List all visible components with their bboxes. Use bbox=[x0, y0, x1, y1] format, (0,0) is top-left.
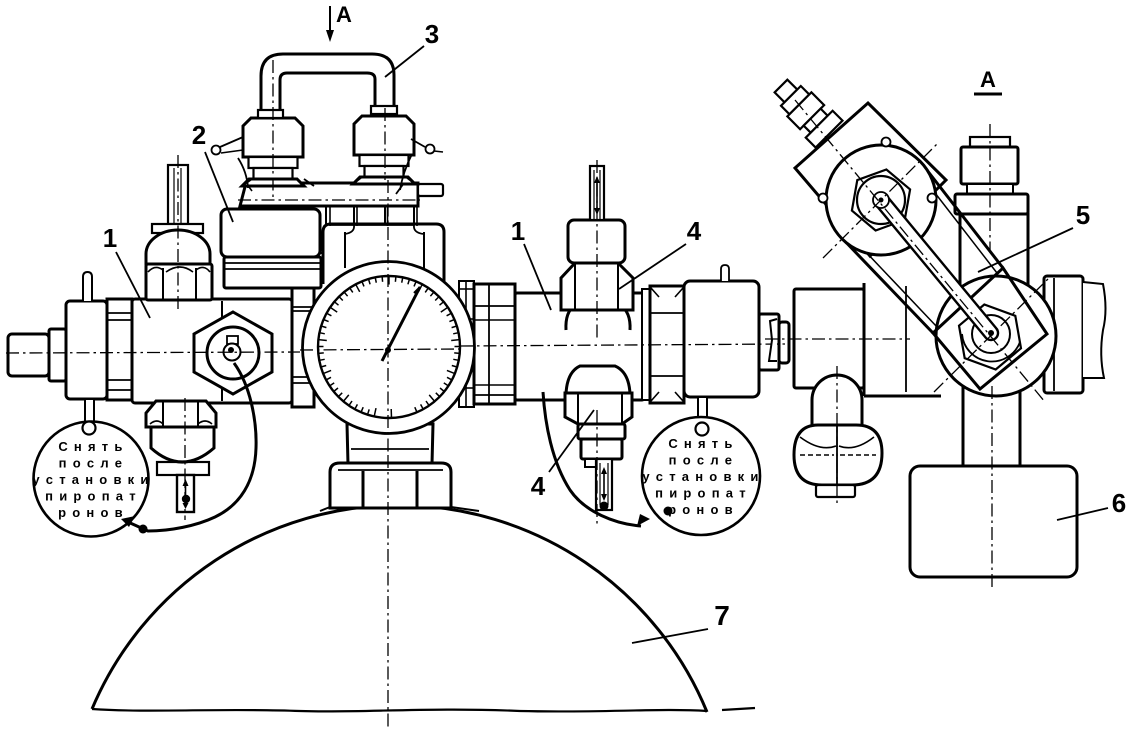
svg-text:3: 3 bbox=[425, 19, 439, 49]
svg-text:1: 1 bbox=[511, 216, 525, 246]
svg-text:7: 7 bbox=[714, 600, 730, 631]
svg-text:1: 1 bbox=[103, 223, 117, 253]
svg-text:6: 6 bbox=[1112, 488, 1126, 518]
svg-text:у с т а н о в к и: у с т а н о в к и bbox=[642, 469, 759, 484]
svg-text:п и р о п а т: п и р о п а т bbox=[45, 489, 137, 504]
svg-text:С н я т ь: С н я т ь bbox=[668, 436, 733, 451]
svg-text:п и р о п а т: п и р о п а т bbox=[655, 486, 747, 501]
svg-text:5: 5 bbox=[1076, 200, 1090, 230]
svg-text:С н я т ь: С н я т ь bbox=[58, 439, 123, 454]
svg-text:р о н о в: р о н о в bbox=[668, 502, 734, 517]
svg-text:А: А bbox=[336, 2, 352, 27]
svg-text:4: 4 bbox=[687, 216, 702, 246]
svg-text:п о с л е: п о с л е bbox=[669, 453, 734, 468]
svg-text:р о н о в: р о н о в bbox=[58, 505, 124, 520]
svg-text:п о с л е: п о с л е bbox=[59, 456, 124, 471]
svg-text:А: А bbox=[980, 67, 996, 92]
svg-text:4: 4 bbox=[531, 471, 546, 501]
svg-text:у с т а н о в к и: у с т а н о в к и bbox=[32, 472, 149, 487]
svg-text:2: 2 bbox=[192, 120, 206, 150]
